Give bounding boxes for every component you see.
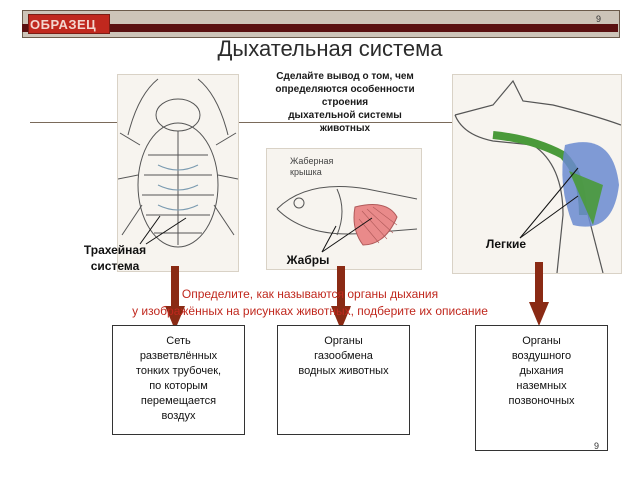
header-badge [28,14,110,34]
arrow-to-box2 [331,266,351,330]
fish-caption-line: Жаберная [290,156,334,166]
divider-line [30,122,610,123]
trachea-pointer-line [139,215,161,245]
watermark: ОБРАЗЕЦ [30,17,97,32]
dog-drawing [454,79,622,274]
box-line: позвоночных [508,395,575,407]
arrow-to-box3 [529,262,549,326]
description-box-2: Органы газообмена водных животных [277,325,410,435]
gills-label: Жабры [286,253,330,267]
box-line: Органы [522,335,561,347]
page-number: 9 [594,441,600,451]
header-stripe [22,24,618,32]
cockroach-image [117,74,239,272]
description-box-1: Сеть разветвлённых тонких трубочек, по к… [112,325,245,435]
box-line: по которым [149,380,208,392]
question-line: у изображённых на рисунках животных, под… [132,304,488,318]
box-line: разветвлённых [139,350,218,362]
trachea-pointer-line [145,217,187,245]
dog-image [452,74,622,274]
box-line: Сеть [166,335,191,347]
question-line: Определите, как называются органы дыхани… [181,287,439,301]
box-line: перемещается [140,395,217,407]
gills-pointer-line [321,225,337,253]
instruction-line: определяются особенности [275,84,415,95]
box-line: водных животных [298,365,389,377]
box-line: дыхания [519,365,564,377]
instruction-line: животных [319,123,371,134]
lungs-label: Легкие [485,237,527,251]
instruction-line: дыхательной системы [288,110,402,121]
instruction-text: Сделайте вывод о том, чем определяются о… [250,70,440,135]
cockroach-drawing [117,78,239,248]
fish-drawing [276,186,418,246]
lungs-pointer-line [519,167,579,239]
fish-caption: Жаберная крышка [290,156,333,178]
description-box-3: Органы воздушного дыхания наземных позво… [475,325,608,451]
trachea-label-line: система [90,259,140,273]
trachea-label: Трахейная система [70,242,160,274]
page-title: Дыхательная система [217,36,443,61]
box-line: Органы [324,335,363,347]
fish-image [266,148,422,270]
instruction-line: строения [321,97,369,108]
gills-pointer-line [321,217,373,253]
box-line: газообмена [314,350,373,362]
box-line: воздушного [511,350,572,362]
box-line: тонких трубочек, [135,365,222,377]
box-line: воздух [161,410,196,422]
fish-caption-line: крышка [290,167,322,177]
page-number-top: 9 [596,14,602,24]
question-text: Определите, как называются органы дыхани… [90,286,530,320]
instruction-line: Сделайте вывод о том, чем [276,71,414,82]
trachea-label-line: Трахейная [83,243,147,257]
lungs-pointer-line [519,195,579,239]
arrow-to-box1 [165,266,185,330]
box-line: наземных [516,380,567,392]
